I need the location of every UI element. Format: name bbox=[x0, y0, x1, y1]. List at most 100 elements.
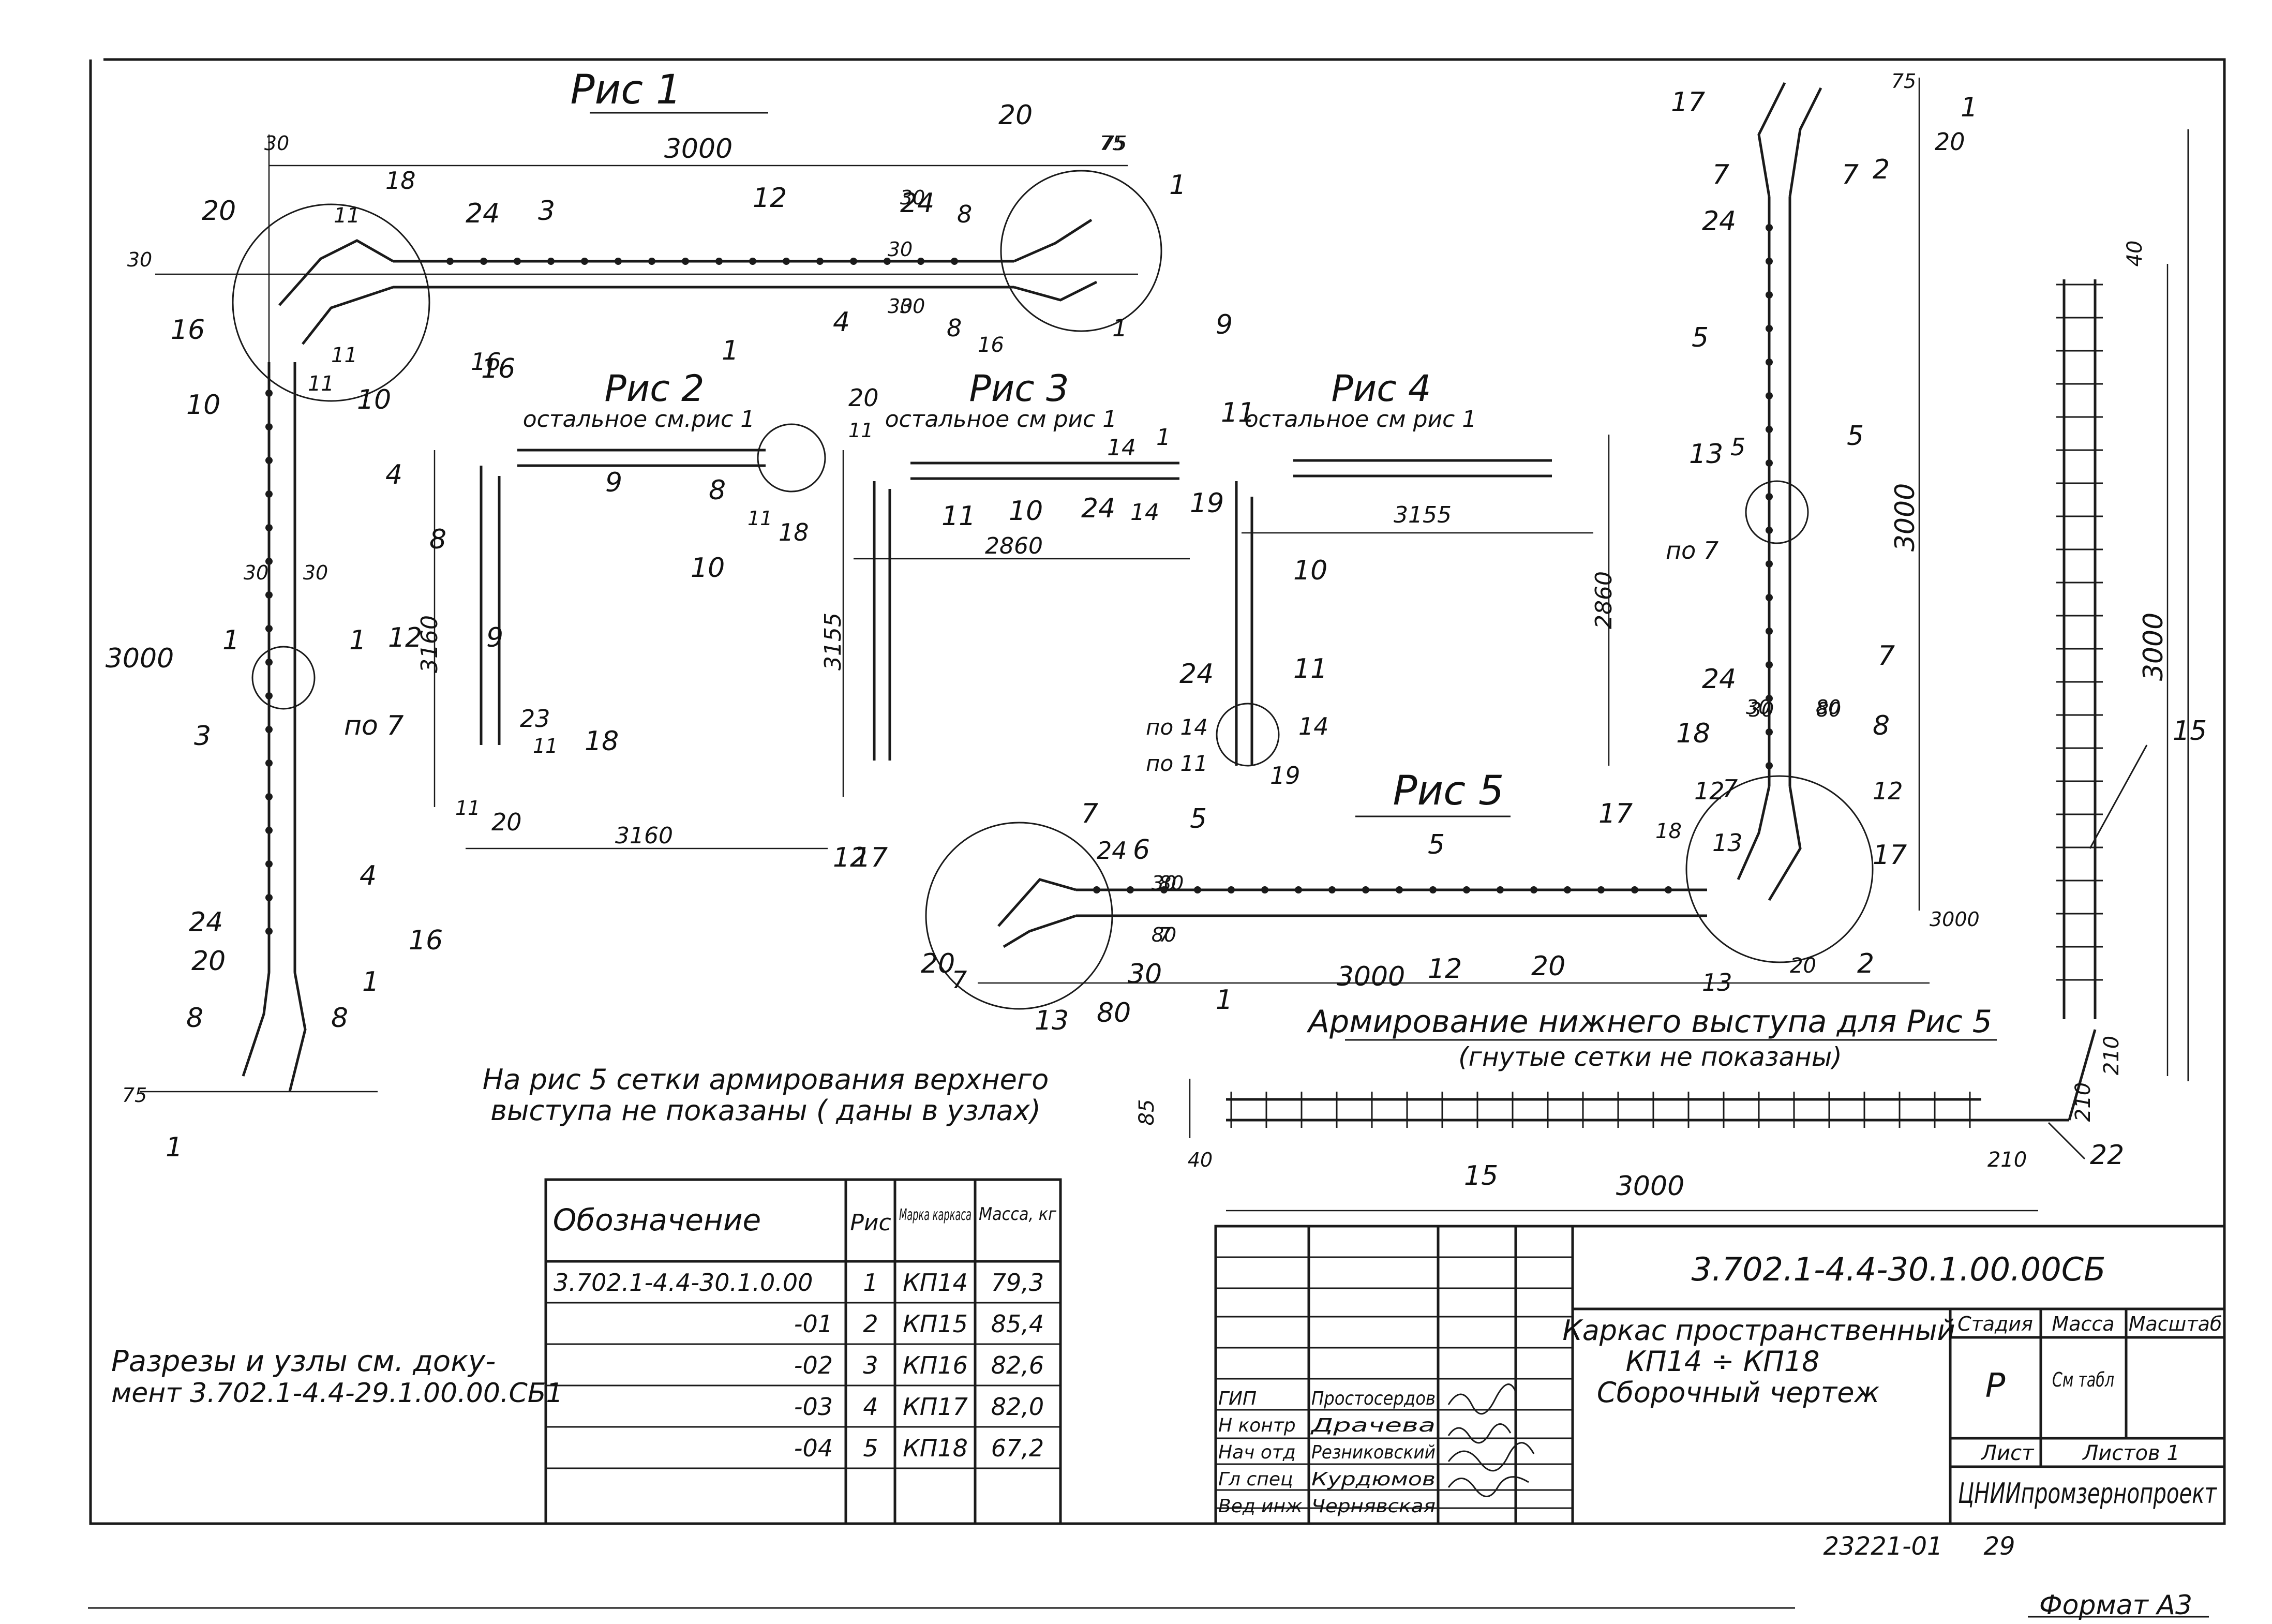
rebar-dot bbox=[1766, 426, 1773, 433]
lower-reinforcement-subtitle: (гнутые сетки не показаны) bbox=[1458, 1042, 1842, 1072]
fig3-callout: 11 bbox=[1221, 397, 1255, 428]
fig1-callout: 10 bbox=[186, 390, 220, 421]
inventory-number: 23221-01 bbox=[1823, 1532, 1942, 1561]
fig5-callout: 17 bbox=[1873, 840, 1907, 871]
lower-reinforcement: Армирование нижнего выступа для Рис 5 (г… bbox=[1135, 241, 2207, 1212]
figure-3: Рис 3 остальное см рис 1 2860 3155 11 14… bbox=[820, 367, 1255, 873]
mass-label: Масса bbox=[2052, 1313, 2114, 1335]
fig1-dim-label: 3000 bbox=[106, 643, 174, 674]
figure-3-title: Рис 3 bbox=[969, 367, 1069, 410]
rebar-dot bbox=[581, 258, 588, 265]
figure-2-subtitle: остальное см.рис 1 bbox=[523, 406, 755, 433]
fig3-callout: 11 bbox=[941, 501, 976, 532]
fig2-callout: 18 bbox=[779, 518, 809, 546]
figure-3-subtitle: остальное см рис 1 bbox=[885, 406, 1117, 433]
rebar-dot bbox=[265, 759, 273, 767]
rebar-dot bbox=[884, 258, 891, 265]
fig4-dim-label: 2860 bbox=[1591, 571, 1617, 629]
figure-4: Рис 4 остальное см рис 1 3155 2860 10 11… bbox=[1146, 367, 1617, 789]
spec-cell: 79,3 bbox=[991, 1269, 1044, 1297]
signatures bbox=[1447, 1383, 1535, 1497]
figure-4-title: Рис 4 bbox=[1332, 367, 1431, 410]
lower-dim-label: 210 bbox=[2100, 1036, 2124, 1075]
spec-table: Обозначение Рис Марка каркаса Масса, кг … bbox=[544, 1178, 1062, 1525]
fig5-callout: 7 bbox=[1723, 774, 1738, 802]
lower-dim-label: 210 bbox=[2071, 1082, 2095, 1122]
rebar-dot bbox=[265, 827, 273, 834]
spec-cell: -02 bbox=[794, 1351, 833, 1379]
figure-1-title: Рис 1 bbox=[570, 67, 681, 113]
fig1-callout: 8 bbox=[186, 1003, 203, 1034]
fig5-callout: 7 bbox=[1159, 923, 1171, 946]
rebar-dot bbox=[480, 258, 487, 265]
rebar-dot bbox=[917, 258, 924, 265]
fig1-callout: 9 bbox=[1216, 309, 1233, 340]
fig1-callout: 1 bbox=[362, 966, 379, 997]
fig1-callout: 3 bbox=[194, 721, 211, 752]
spec-cell: -04 bbox=[794, 1434, 833, 1462]
fig1-dim-label: 30 bbox=[244, 561, 268, 584]
fig1-callout: 75 bbox=[1102, 132, 1127, 155]
fig1-callout: 20 bbox=[998, 100, 1033, 131]
fig1-callout: 3 bbox=[538, 196, 555, 227]
fig5-callout: 13 bbox=[1712, 829, 1743, 857]
fig5-callout: 20 bbox=[1531, 951, 1565, 982]
spec-cell: КП14 bbox=[903, 1269, 968, 1297]
fig4-callout: 19 bbox=[1270, 762, 1301, 789]
fig1-callout: 12 bbox=[753, 183, 787, 214]
fig4-dim-label: 3155 bbox=[1394, 502, 1452, 528]
fig1-callout: 30 bbox=[900, 186, 925, 209]
rebar-dot bbox=[1564, 886, 1571, 893]
fig5-dim-label: 80 bbox=[1152, 923, 1176, 946]
fig5-dim-label: 80 bbox=[1816, 698, 1841, 721]
spec-header: Рис bbox=[850, 1210, 891, 1236]
fig1-callout: 10 bbox=[357, 384, 391, 415]
fig5-dim-label: 3000 bbox=[1337, 961, 1405, 992]
fig1-dim-label: 30 bbox=[888, 238, 913, 261]
fig5-callout: 18 bbox=[1655, 820, 1682, 843]
mass-value: См табл bbox=[2052, 1368, 2114, 1391]
fig5-callout: 24 bbox=[1702, 206, 1736, 237]
spec-cell: 3 bbox=[863, 1351, 878, 1379]
fig5-callout: 13 bbox=[1702, 969, 1732, 996]
fig4-callout: по 14 bbox=[1146, 714, 1208, 740]
fig5-callout: 5 bbox=[1692, 322, 1709, 353]
lower-callout: 22 bbox=[2090, 1140, 2124, 1171]
rebar-dot bbox=[1766, 560, 1773, 568]
drawing-title: Каркас пространственный bbox=[1562, 1314, 1955, 1347]
fig5-callout: 20 bbox=[1935, 128, 1965, 156]
fig5-callout: 24 bbox=[1097, 837, 1127, 865]
spec-cell: КП18 bbox=[903, 1434, 968, 1462]
fig2-callout: 8 bbox=[429, 524, 446, 555]
fig1-callout: 30 bbox=[900, 295, 925, 318]
rebar-dot bbox=[1160, 886, 1168, 893]
rebar-dot bbox=[1093, 886, 1100, 893]
fig1-callout: 16 bbox=[171, 315, 205, 346]
fig5-callout: 8 bbox=[1873, 710, 1890, 741]
document-code: 3.702.1-4.4-30.1.00.00СБ bbox=[1691, 1250, 2105, 1288]
fig5-callout: 12 bbox=[1873, 777, 1903, 805]
rebar-dot bbox=[1362, 886, 1369, 893]
fig5-callout: 7 bbox=[1081, 798, 1098, 829]
rebar-dot bbox=[265, 793, 273, 800]
rebar-dot bbox=[1429, 886, 1437, 893]
rebar-dot bbox=[1328, 886, 1336, 893]
rebar-dot bbox=[265, 894, 273, 901]
fig2-dim-label: 3160 bbox=[416, 615, 443, 673]
fig5-callout: 7 bbox=[1842, 159, 1859, 190]
lower-reinforcement-title: Армирование нижнего выступа для Рис 5 bbox=[1306, 1004, 1992, 1040]
rebar-dot bbox=[1766, 459, 1773, 467]
fig3-callout: 10 bbox=[1009, 496, 1043, 527]
figure-2: Рис 2 остальное см.рис 1 3160 3160 20 11… bbox=[416, 367, 879, 850]
rebar-dot bbox=[648, 258, 655, 265]
rebar-dot bbox=[1261, 886, 1268, 893]
fig1-callout: 1 bbox=[166, 1132, 183, 1163]
rebar-dot bbox=[1295, 886, 1302, 893]
format-label: Формат А3 bbox=[2039, 1590, 2192, 1621]
fig2-dim-label: 3160 bbox=[615, 823, 673, 849]
figure-4-subtitle: остальное см рис 1 bbox=[1245, 406, 1477, 433]
fig5-callout: 17 bbox=[854, 842, 888, 873]
sheet-label: Лист bbox=[1980, 1441, 2035, 1465]
